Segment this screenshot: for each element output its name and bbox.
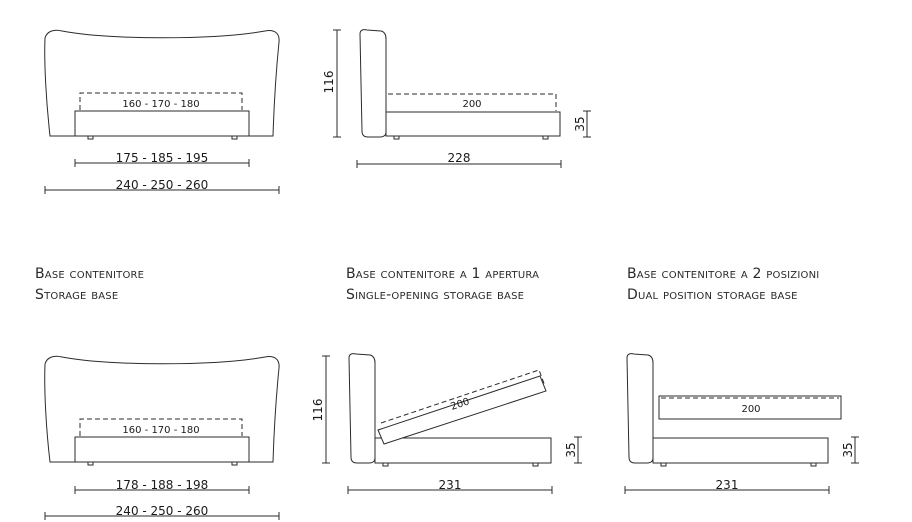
caption-english: Storage base <box>35 287 119 303</box>
lifted-mattress-frame <box>377 375 547 445</box>
height-label: 116 <box>311 399 325 422</box>
bottom-single-opening-view: 200 116 35 231 <box>311 353 582 494</box>
caption-italian: Base contenitore <box>35 266 145 282</box>
bed-base <box>74 110 250 137</box>
headboard-side <box>348 353 376 464</box>
caption-english: Dual position storage base <box>627 287 798 303</box>
mattress-outline-side <box>388 93 557 111</box>
mattress-length-label: 200 <box>741 404 760 415</box>
bottom-dual-position-view: 200 35 231 <box>624 353 859 494</box>
headboard-side <box>626 353 654 464</box>
bed-base <box>74 436 250 463</box>
headboard-side <box>359 29 387 138</box>
mattress-length-label: 200 <box>462 99 481 110</box>
base-height-label: 35 <box>841 442 855 457</box>
caption-english: Single-opening storage base <box>346 287 525 303</box>
bottom-front-view: 160 - 170 - 180 178 - 188 - 198 240 - 25… <box>44 355 280 520</box>
total-length-label: 231 <box>716 478 739 492</box>
total-length-label: 231 <box>439 478 462 492</box>
base-width-label: 175 - 185 - 195 <box>116 151 209 165</box>
mattress-outline <box>79 92 243 110</box>
headboard-outline <box>44 29 280 137</box>
caption-single-opening: Base contenitore a 1 apertura Single-ope… <box>346 264 539 306</box>
headboard-outline <box>44 355 280 463</box>
top-side-view: 200 116 35 228 <box>322 29 591 168</box>
base-height-label: 35 <box>573 116 587 131</box>
caption-italian: Base contenitore a 1 apertura <box>346 266 540 282</box>
mattress-outline <box>79 418 243 436</box>
mattress-width-label: 160 - 170 - 180 <box>122 425 199 436</box>
caption-italian: Base contenitore a 2 posizioni <box>627 266 820 282</box>
caption-storage-base: Base contenitore Storage base <box>35 264 144 306</box>
bed-base-side <box>385 111 561 137</box>
mattress-width-label: 160 - 170 - 180 <box>122 99 199 110</box>
total-length-label: 228 <box>448 151 471 165</box>
total-width-label: 240 - 250 - 260 <box>116 178 209 192</box>
base-width-label: 178 - 188 - 198 <box>116 478 209 492</box>
bed-foot <box>231 135 238 140</box>
bed-base-side <box>374 437 552 464</box>
lifted-mattress-outline <box>380 369 546 424</box>
bed-foot <box>87 135 94 140</box>
top-front-view: 160 - 170 - 180 175 - 185 - 195 240 - 25… <box>44 29 280 194</box>
total-width-label: 240 - 250 - 260 <box>116 504 209 518</box>
caption-dual-position: Base contenitore a 2 posizioni Dual posi… <box>627 264 819 306</box>
raised-mattress-frame <box>658 395 842 420</box>
bed-base-side <box>652 437 829 464</box>
base-height-label: 35 <box>564 442 578 457</box>
height-label: 116 <box>322 71 336 94</box>
